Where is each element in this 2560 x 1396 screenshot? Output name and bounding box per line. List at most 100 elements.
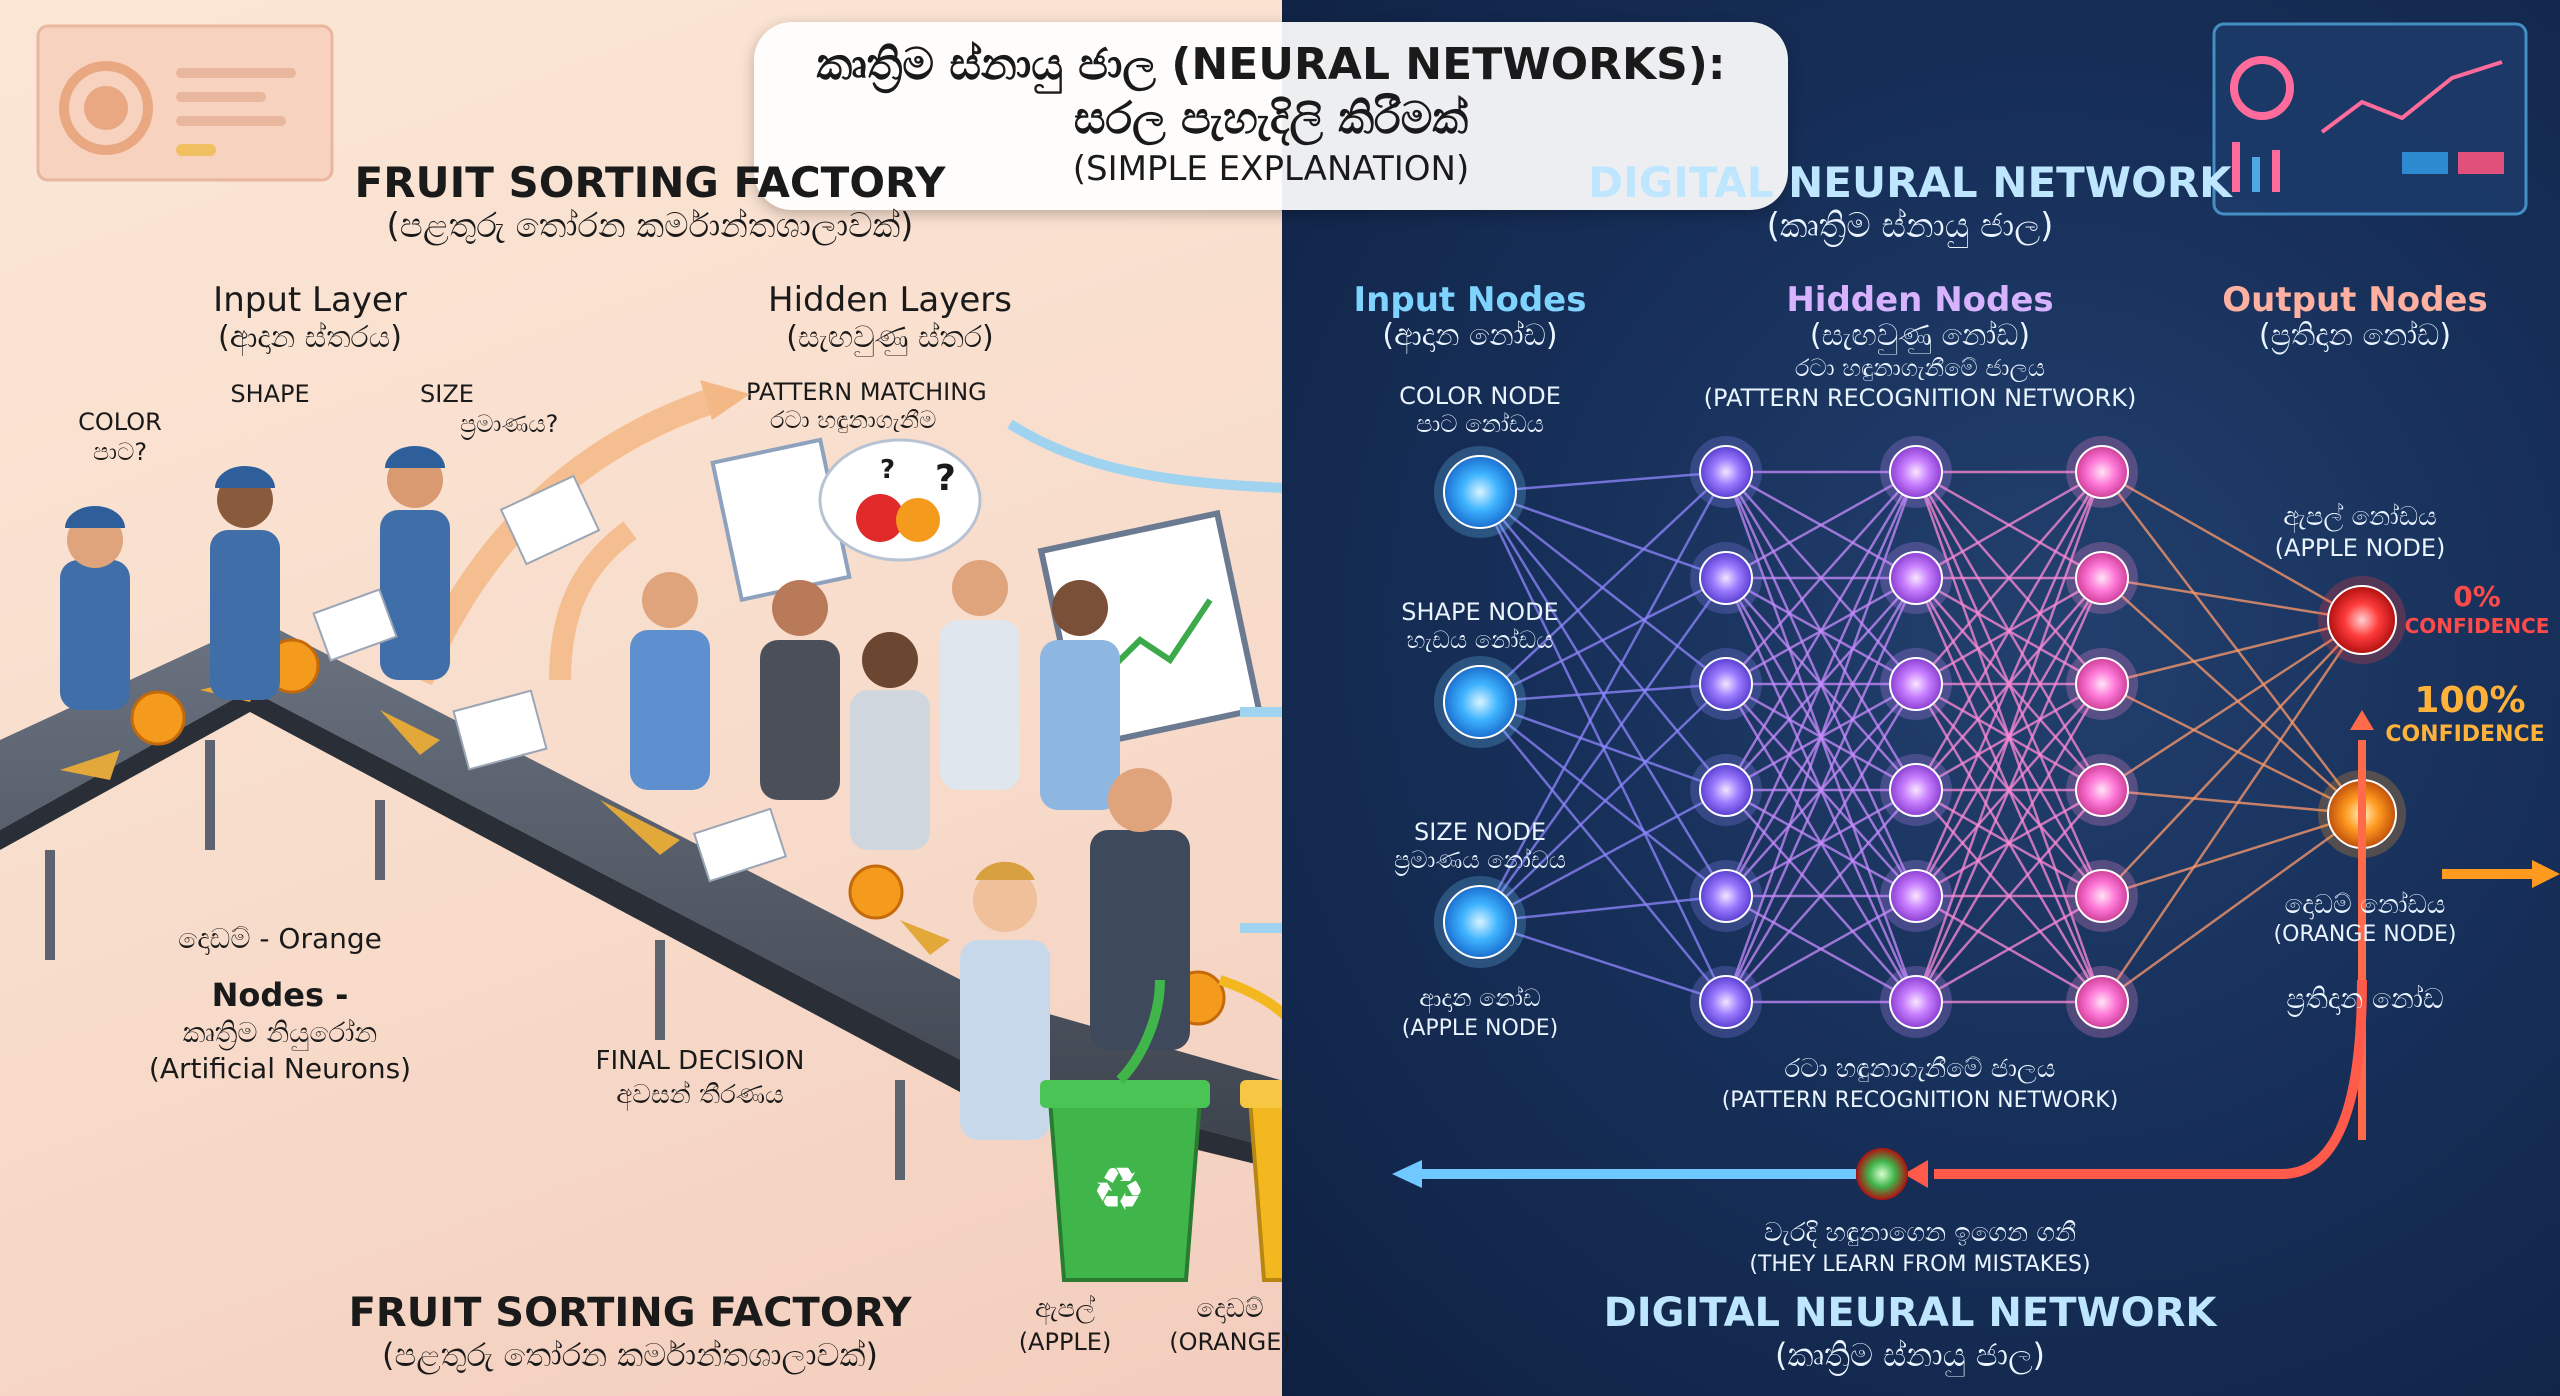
network-edge (1479, 920, 1727, 1004)
network-edge (1915, 789, 2103, 1003)
svg-text:♻: ♻ (1092, 1155, 1146, 1225)
network-edge (1724, 683, 1918, 1003)
color-label-si: පාට? (92, 438, 148, 466)
network-edge (1479, 490, 1727, 580)
title-banner: කෘත්‍රිම ස්නායු ජාල (NEURAL NETWORKS): ස… (754, 22, 1788, 210)
apple-node-label-si: ඇපල් නෝඩය (2283, 502, 2437, 532)
input-node (1443, 455, 1517, 529)
network-edge (2101, 812, 2363, 898)
arrow-left-icon (1392, 1160, 1422, 1188)
network-edge (1478, 577, 1728, 923)
network-edge (1479, 701, 1727, 1003)
factory-heading: FRUIT SORTING FACTORY (354, 158, 946, 207)
dashboard-decoration-icon (36, 24, 334, 182)
hidden-node-a (1699, 975, 1753, 1029)
network-edge (2101, 619, 2363, 897)
final-decision-label: FINAL DECISION (595, 1046, 805, 1076)
orange-confidence-value: 100% (2414, 680, 2526, 721)
learn-label: (THEY LEARN FROM MISTAKES) (1749, 1252, 2091, 1277)
pattern-matching-label: PATTERN MATCHING (746, 378, 987, 406)
output-bottom-label-si: ප්‍රතිදාන නෝඩ (2286, 982, 2444, 1015)
pattern-bottom-label-si: රටා හඳුනාගැනීමේ ජාලය (1784, 1054, 2056, 1084)
hidden-node-b (1889, 869, 1943, 923)
orange-label: දොඩම් - Orange (178, 922, 382, 955)
network-edge (1914, 471, 2104, 1003)
network-edge (1725, 470, 1917, 580)
hidden-node-c (2075, 445, 2129, 499)
main-title-si: සරල පැහැදිලි කිරීමක් (1073, 93, 1469, 144)
apple-confidence-label: CONFIDENCE (2404, 614, 2550, 638)
final-decision-label-si: අවසන් තීරණය (616, 1080, 784, 1110)
orange-bin-icon: ♻ (1240, 1080, 1282, 1282)
orange-node-label: (ORANGE NODE) (2273, 922, 2457, 947)
hidden-node-b (1889, 657, 1943, 711)
network-edge (1479, 471, 1727, 703)
hidden-layers-label: Hidden Layers (768, 280, 1012, 320)
output-nodes-label-si: (ප්‍රතිදාන නෝඩ) (2258, 318, 2452, 353)
network-edge (1724, 471, 1918, 1003)
svg-text:?: ? (880, 455, 895, 485)
network-edge (1479, 576, 1727, 704)
network-edge (1479, 683, 1727, 923)
network-edge (1914, 471, 2104, 791)
input-node (1443, 885, 1517, 959)
network-edge (1915, 471, 2103, 685)
input-layer-label: Input Layer (213, 280, 407, 320)
network-edge (2101, 471, 2363, 815)
hidden-node-a (1699, 445, 1753, 499)
network-footer: DIGITAL NEURAL NETWORK (1603, 1290, 2217, 1336)
apple-output-node (2327, 585, 2397, 655)
network-edge (1479, 470, 1727, 494)
apple-confidence-value: 0% (2453, 580, 2501, 613)
hidden-node-c (2075, 551, 2129, 605)
feedback-node (1856, 1148, 1908, 1200)
network-edge (2101, 618, 2363, 686)
network-edge (1725, 471, 1917, 685)
hidden-node-c (2075, 763, 2129, 817)
input-nodes-label-si: (ආදාන නෝඩ) (1382, 318, 1558, 353)
network-edge (2101, 577, 2363, 815)
network-heading: DIGITAL NEURAL NETWORK (1588, 158, 2232, 207)
network-edge (1479, 682, 1727, 704)
size-label-si: ප්‍රමාණය? (460, 410, 559, 438)
orange-node-label-si: දොඩම් නෝඩය (2284, 890, 2446, 920)
network-edge (2101, 812, 2363, 1004)
pattern-matching-label-si: රටා හඳුනාගැනීම (770, 406, 937, 434)
shape-node-label: SHAPE NODE (1401, 598, 1559, 626)
learn-label-si: වැරදි හඳුනාගෙන ඉගෙන ගනී (1763, 1218, 2077, 1248)
hidden-node-b (1889, 445, 1943, 499)
color-label: COLOR (78, 408, 162, 436)
network-edge (1725, 789, 1917, 1003)
hidden-node-b (1889, 551, 1943, 605)
factory-footer: FRUIT SORTING FACTORY (348, 1290, 912, 1336)
hidden-node-a (1699, 763, 1753, 817)
orange-confidence-label: CONFIDENCE (2385, 722, 2545, 747)
input-bottom-label-si: ආදාන නෝඩ (1419, 984, 1541, 1012)
network-edge (2101, 682, 2363, 816)
network-edge (1725, 894, 1917, 1004)
main-subtitle: (SIMPLE EXPLANATION) (1072, 149, 1470, 189)
hidden-node-a (1699, 657, 1753, 711)
network-edge (1915, 470, 2103, 580)
hidden-layers-label-si: (සැඟවුණු ස්තර) (786, 320, 994, 355)
factory-footer-si: (පළතුරු තෝරන කර්මාන්තශාලාවක්) (382, 1336, 878, 1374)
hidden-sub-label-si: රටා හඳුනාගැනීමේ ජාලය (1794, 354, 2046, 382)
shape-label: SHAPE (230, 380, 310, 408)
network-edge (1915, 894, 2103, 1004)
network-edge (1914, 471, 2104, 897)
color-node-label: COLOR NODE (1399, 382, 1561, 410)
apple-node-label: (APPLE NODE) (2274, 534, 2446, 562)
arrow-right-icon (2532, 860, 2560, 888)
hidden-node-b (1889, 975, 1943, 1029)
factory-illustration: ? ? ♻ ♻ (0, 380, 1282, 1282)
network-edge (1479, 894, 1727, 924)
color-node-label-si: පාට නෝඩය (1416, 410, 1544, 438)
apple-bin-icon: ♻ (1040, 1080, 1210, 1282)
hidden-sub-label: (PATTERN RECOGNITION NETWORK) (1703, 384, 2137, 412)
network-edge (2101, 618, 2363, 792)
network-edge (1724, 577, 1918, 1003)
size-label: SIZE (420, 380, 474, 408)
network-edge (2101, 576, 2363, 622)
network-edge (1914, 683, 2104, 1003)
hidden-node-c (2075, 975, 2129, 1029)
